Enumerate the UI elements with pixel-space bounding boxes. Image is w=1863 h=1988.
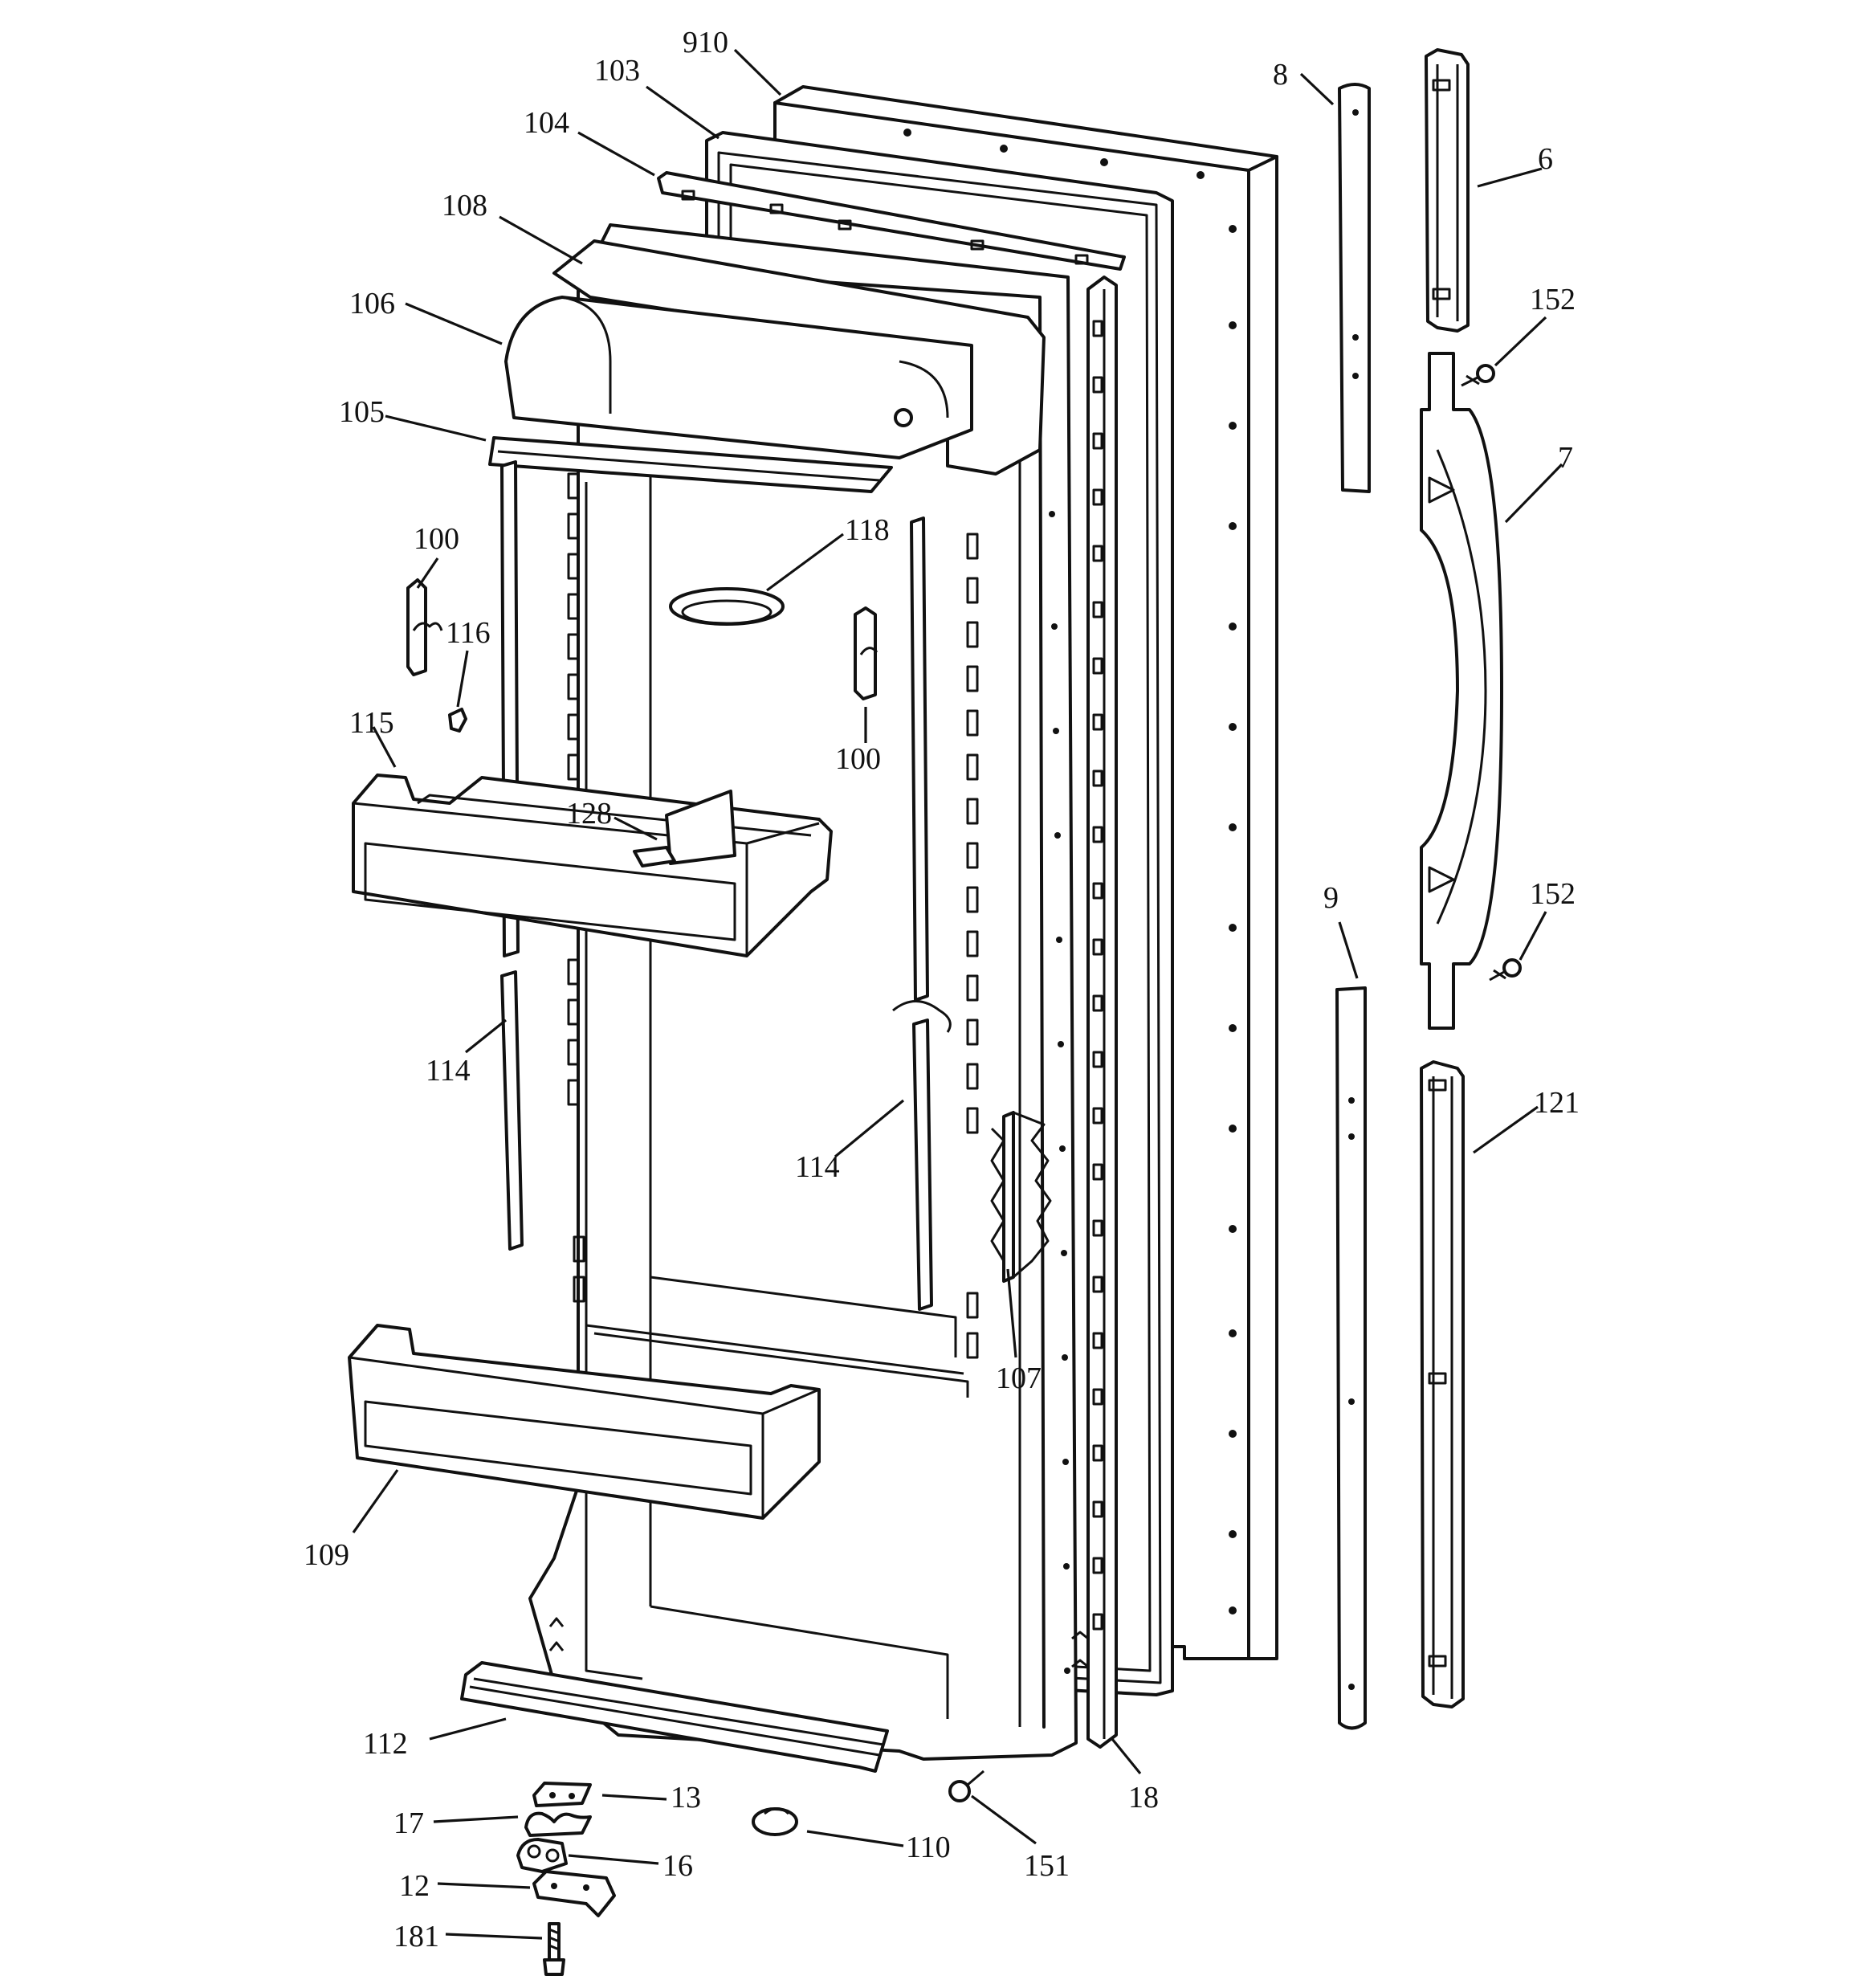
label-112: 112: [363, 1727, 408, 1761]
upper-door-bin: [352, 774, 833, 957]
label-114-left: 114: [426, 1054, 471, 1088]
label-108: 108: [442, 189, 487, 222]
screw-152-lower: [1489, 958, 1522, 982]
outer-panel-screw-holes: [903, 129, 1237, 1614]
label-181: 181: [393, 1920, 439, 1953]
label-100-left: 100: [414, 522, 459, 556]
label-12: 12: [399, 1869, 430, 1903]
hinge-cover: [990, 1111, 1052, 1283]
label-103: 103: [594, 54, 640, 88]
shelf-bracket-right: [854, 606, 879, 700]
label-118: 118: [845, 513, 890, 547]
label-6: 6: [1538, 142, 1553, 176]
top-retainer-strip: [657, 171, 1126, 271]
label-116: 116: [446, 616, 491, 650]
door-stop-16: [516, 1838, 568, 1873]
hinge-pin-13: [532, 1782, 592, 1807]
label-100-right: 100: [835, 742, 881, 776]
label-8: 8: [1273, 58, 1288, 92]
shim-17: [524, 1811, 592, 1837]
small-clip: [448, 708, 467, 733]
label-151: 151: [1024, 1849, 1070, 1883]
label-7: 7: [1558, 441, 1573, 475]
screw-151: [948, 1770, 984, 1802]
plug-110: [752, 1807, 798, 1836]
part-labels: 910 103 104 108 106 105 118 100 116 100 …: [304, 26, 1580, 1953]
label-107: 107: [996, 1361, 1042, 1395]
label-114-right: 114: [795, 1150, 840, 1184]
label-16: 16: [662, 1849, 693, 1883]
label-910: 910: [683, 26, 728, 59]
bottom-hinge-12: [532, 1870, 616, 1917]
label-152-upper: 152: [1530, 283, 1576, 316]
label-104: 104: [524, 106, 569, 140]
label-110: 110: [906, 1831, 951, 1864]
lower-trim-rail: [460, 1661, 889, 1773]
label-18: 18: [1128, 1781, 1159, 1815]
handle-end-cap-6: [1425, 48, 1470, 333]
label-121: 121: [1534, 1086, 1580, 1120]
label-9: 9: [1323, 881, 1339, 915]
label-106: 106: [349, 287, 395, 320]
shelf-bracket-left: [406, 578, 443, 676]
label-13: 13: [671, 1781, 701, 1815]
oval-cover: [669, 587, 785, 626]
hinge-side-strip: [1086, 276, 1118, 1749]
label-152-lower: 152: [1530, 877, 1576, 911]
label-105: 105: [339, 395, 385, 429]
screw-152-upper: [1461, 364, 1495, 387]
label-115: 115: [349, 706, 394, 740]
dairy-compartment: [488, 239, 1046, 493]
label-109: 109: [304, 1538, 349, 1572]
leader-lines: [352, 48, 1563, 1940]
shelf-rail-right: [892, 516, 952, 1311]
top-trim-8: [1338, 83, 1371, 493]
label-17: 17: [393, 1806, 424, 1840]
door-handle-7: [1420, 352, 1503, 1030]
label-128: 128: [566, 797, 612, 831]
screw-181: [543, 1922, 565, 1976]
handle-end-cap-121: [1420, 1060, 1465, 1708]
lower-door-bin: [348, 1324, 821, 1520]
bottom-trim-9: [1335, 986, 1367, 1730]
